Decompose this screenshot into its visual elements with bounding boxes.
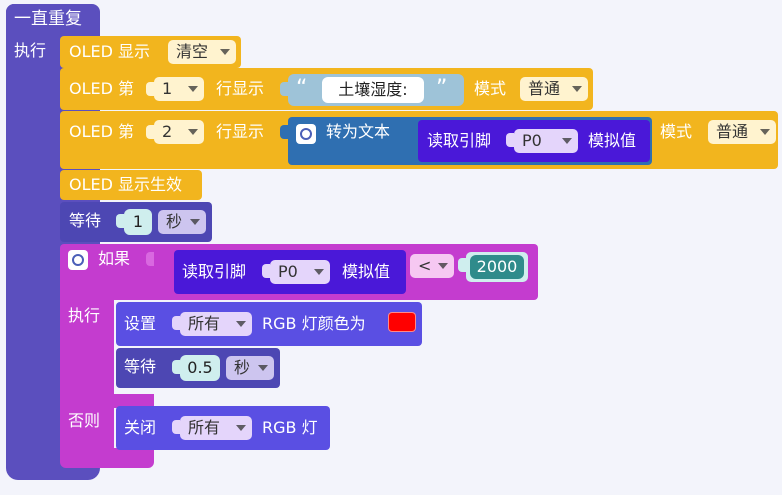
forever-top-bar (6, 4, 96, 34)
analog-label: 模拟值 (588, 131, 637, 150)
quote-close-icon: ” (436, 76, 448, 101)
if-else-bottom (60, 448, 154, 468)
oled-row2-prefix: OLED 第 (69, 122, 135, 141)
compare-value: 2000 (476, 257, 518, 276)
chevron-down-icon (760, 129, 770, 135)
read-pin-label: 读取引脚 (427, 131, 492, 150)
if-read-pin-label: 读取引脚 (182, 262, 247, 281)
color-swatch[interactable] (388, 312, 416, 332)
wait-unit-dropdown-2[interactable]: 秒 (226, 356, 274, 380)
oled-row2-row: 2 (162, 122, 173, 141)
forever-do-label: 执行 (14, 41, 47, 60)
if-pin-notch (262, 264, 270, 278)
oled-row1-row-dropdown[interactable]: 1 (154, 77, 204, 101)
rgb-off-label: 关闭 (124, 418, 157, 437)
chevron-down-icon (190, 219, 200, 225)
wait-value-field-2[interactable]: 0.5 (180, 355, 220, 381)
chevron-down-icon (220, 49, 230, 55)
rgb-set-label: 设置 (124, 314, 157, 333)
oled-row2-mode-dropdown[interactable]: 普通 (708, 120, 776, 144)
compare-operator: < (418, 256, 432, 275)
rgb-off-notch (172, 420, 180, 434)
wait-unit-2: 秒 (234, 358, 251, 377)
oled-row1-row: 1 (162, 79, 173, 98)
read-pin-value: P0 (522, 131, 542, 150)
if-label: 如果 (98, 249, 131, 268)
oled-row2-mode-label: 模式 (660, 122, 693, 141)
forever-label: 一直重复 (14, 9, 82, 29)
if-analog-label: 模拟值 (342, 262, 391, 281)
gear-icon[interactable] (68, 250, 88, 270)
rgb-set-target: 所有 (188, 314, 221, 333)
wait-value-1: 1 (132, 212, 144, 231)
oled-row1-mode-label: 模式 (474, 79, 507, 98)
chevron-down-icon (188, 86, 198, 92)
if-do-label: 执行 (68, 306, 101, 325)
row1-input-notch (146, 82, 154, 96)
oled-row1-mode-dropdown[interactable]: 普通 (520, 77, 588, 101)
oled-row1-middle: 行显示 (216, 79, 265, 98)
wait-label-2: 等待 (124, 357, 157, 376)
wait-unit-dropdown-1[interactable]: 秒 (158, 210, 206, 234)
compare-value-field[interactable]: 2000 (470, 255, 524, 279)
else-separator (60, 394, 154, 408)
rgb-target-notch (172, 316, 180, 330)
rgb-set-target-dropdown[interactable]: 所有 (180, 312, 252, 336)
chevron-down-icon (438, 263, 448, 269)
oled-clear-label: OLED 显示 (69, 42, 151, 61)
rgb-off-target-dropdown[interactable]: 所有 (180, 416, 252, 440)
oled-apply-label: OLED 显示生效 (69, 175, 183, 194)
chevron-down-icon (236, 425, 246, 431)
row1-string-notch (280, 82, 288, 96)
quote-open-icon: “ (296, 76, 308, 101)
chevron-down-icon (572, 86, 582, 92)
to-text-label: 转为文本 (326, 122, 391, 141)
if-read-pin-dropdown[interactable]: P0 (270, 260, 330, 284)
if-else-body (60, 296, 114, 456)
chevron-down-icon (188, 129, 198, 135)
oled-apply-block[interactable] (60, 170, 202, 200)
wait-label-1: 等待 (69, 211, 102, 230)
chevron-down-icon (236, 321, 246, 327)
gear-icon[interactable] (296, 124, 316, 144)
read-pin-dropdown[interactable]: P0 (514, 129, 578, 153)
oled-row1-prefix: OLED 第 (69, 79, 135, 98)
wait-value-2: 0.5 (187, 358, 213, 377)
wait-unit-1: 秒 (166, 212, 183, 231)
chevron-down-icon (562, 138, 572, 144)
rgb-set-suffix: RGB 灯颜色为 (262, 314, 366, 333)
row2-input-notch (146, 125, 154, 139)
compare-value-notch (458, 258, 466, 272)
rgb-off-suffix: RGB 灯 (262, 418, 318, 437)
wait-value-field-1[interactable]: 1 (124, 209, 152, 235)
pin-notch (506, 133, 514, 147)
else-label: 否则 (68, 411, 101, 430)
oled-row1-text-field[interactable]: 土壤湿度: (322, 77, 424, 103)
row2-value-notch (280, 125, 288, 139)
oled-row1-text: 土壤湿度: (338, 80, 408, 99)
oled-row2-row-dropdown[interactable]: 2 (154, 120, 204, 144)
if-read-pin-value: P0 (278, 262, 298, 281)
oled-row2-middle: 行显示 (216, 122, 265, 141)
oled-row1-mode: 普通 (528, 79, 561, 98)
rgb-set-block[interactable] (116, 302, 422, 346)
oled-clear-dropdown[interactable]: 清空 (168, 40, 236, 64)
chevron-down-icon (314, 269, 324, 275)
compare-operator-dropdown[interactable]: < (410, 254, 454, 278)
oled-clear-option: 清空 (176, 42, 209, 61)
oled-row2-mode: 普通 (716, 122, 749, 141)
chevron-down-icon (258, 365, 268, 371)
rgb-off-target: 所有 (188, 418, 221, 437)
wait2-notch (172, 360, 180, 374)
if-condition-notch (146, 252, 154, 266)
wait1-notch (116, 214, 124, 228)
